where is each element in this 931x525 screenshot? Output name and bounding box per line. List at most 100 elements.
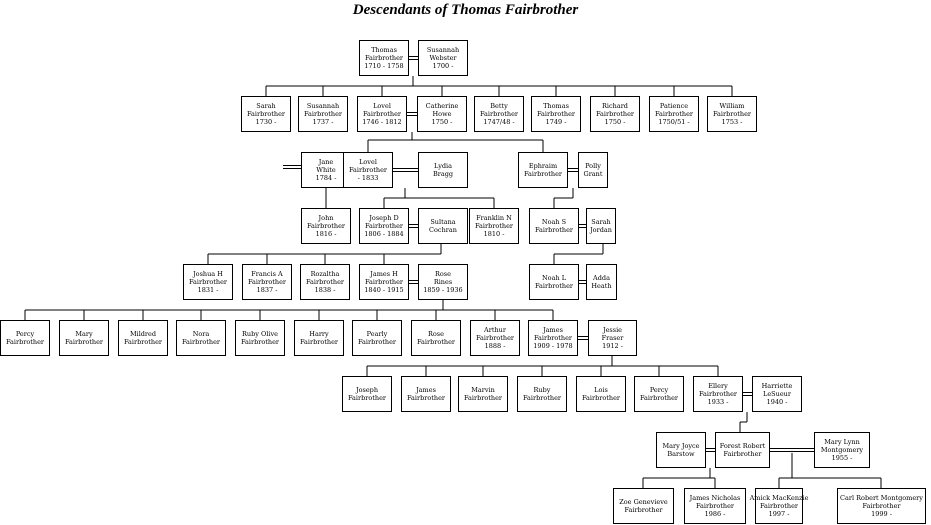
person-text: Sarah: [256, 102, 276, 110]
person-text: 1838 -: [314, 286, 336, 294]
person-text: Fairbrother: [523, 170, 563, 178]
person-text: Fairbrother: [247, 278, 287, 286]
person-text: Fairbrother: [463, 394, 503, 402]
person-text: White: [316, 166, 336, 174]
person-text: James: [416, 386, 436, 394]
person-text: Susannah: [306, 102, 340, 110]
person-text: William: [719, 102, 745, 110]
person-text: Bragg: [432, 170, 454, 178]
person-text: Fairbrother: [364, 278, 404, 286]
person-text: 1912 -: [602, 342, 623, 350]
person-text: Harriette: [761, 382, 793, 390]
person-text: Catherine: [425, 102, 459, 110]
person-text: Fairbrother: [305, 278, 345, 286]
person-text: Mildred: [129, 330, 157, 338]
person-text: Fairbrother: [347, 394, 387, 402]
person-text: Joseph: [355, 386, 379, 394]
person-text: Ellery: [708, 382, 728, 390]
person-text: Forest Robert: [719, 442, 766, 450]
person-text: 1746 - 1812: [362, 118, 402, 126]
person-text: Fairbrother: [536, 110, 576, 118]
person-text: Fairbrother: [364, 54, 404, 62]
person-text: John: [318, 214, 334, 222]
person-text: 1810 -: [483, 230, 505, 238]
person-text: 1753 -: [721, 118, 743, 126]
person-text: 1840 - 1915: [364, 286, 404, 294]
person-text: Jordan: [590, 226, 612, 234]
person-text: 1940 -: [766, 398, 788, 406]
person-text: Fairbrother: [624, 506, 663, 514]
person-text: 1831 -: [197, 286, 219, 294]
person-text: Fairbrother: [534, 226, 574, 234]
person-text: Fairbrother: [533, 334, 573, 342]
person-text: Cochran: [429, 226, 457, 234]
person-text: 1933 -: [707, 398, 729, 406]
person-text: Percy: [15, 330, 35, 338]
person-text: Fraser: [601, 334, 624, 342]
person-text: Fairbrother: [123, 338, 163, 346]
person-text: Fairbrother: [357, 338, 397, 346]
page-title: Descendants of Thomas Fairbrother: [352, 2, 579, 18]
person-text: Fairbrother: [240, 338, 280, 346]
person-text: 1997 -: [768, 510, 790, 518]
person-text: Fairbrother: [712, 110, 752, 118]
person-text: 1986 -: [704, 510, 726, 518]
person-text: Fairbrother: [64, 338, 104, 346]
person-text: Fairbrother: [181, 338, 221, 346]
person-text: Franklin N: [476, 214, 512, 222]
person-text: Sarah: [591, 218, 611, 226]
person-text: 1700 -: [432, 62, 454, 70]
person-text: Amick MacKenzie: [749, 494, 809, 502]
person-text: Mary Lynn: [824, 438, 860, 446]
person-text: LeSueur: [763, 390, 791, 398]
person-text: Fairbrother: [759, 502, 799, 510]
person-text: - 1833: [357, 174, 379, 182]
person-text: 1737 -: [312, 118, 334, 126]
person-text: James Nicholas: [689, 494, 741, 502]
person-text: 1837 -: [256, 286, 278, 294]
person-text: Fairbrother: [581, 394, 621, 402]
person-text: Zoe Genevieve: [619, 498, 668, 506]
person-text: Fairbrother: [364, 222, 404, 230]
person-text: Fairbrother: [188, 278, 228, 286]
person-text: Fairbrother: [474, 222, 514, 230]
person-text: Rines: [433, 278, 453, 286]
person-text: Fairbrother: [595, 110, 635, 118]
person-text: Fairbrother: [406, 394, 446, 402]
person-text: Barstow: [667, 450, 695, 458]
person-text: Jane: [318, 158, 334, 166]
person-text: 1710 - 1758: [364, 62, 404, 70]
person-text: 1806 - 1884: [364, 230, 404, 238]
person-text: Francis A: [251, 270, 283, 278]
